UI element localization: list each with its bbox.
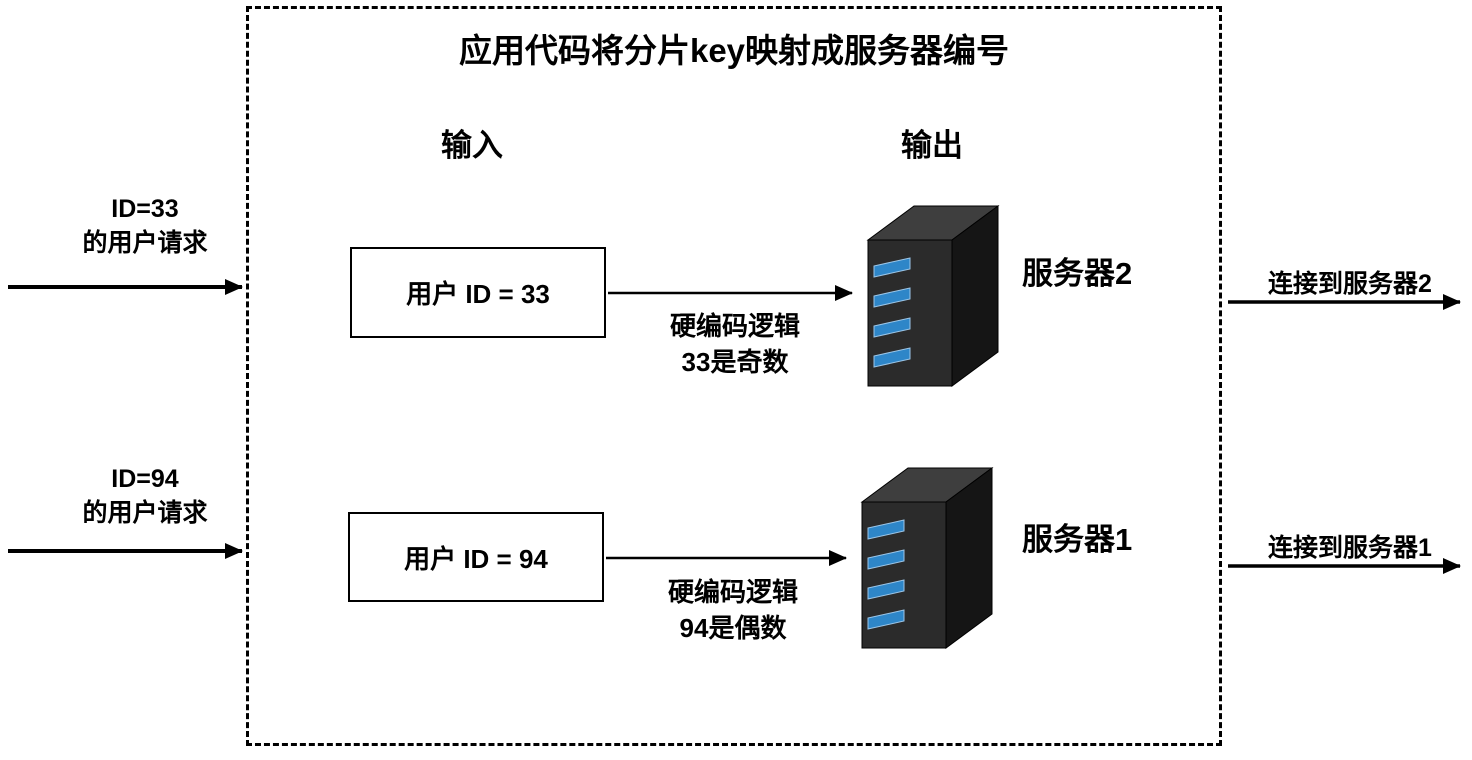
column-header-input: 输入: [441, 128, 503, 163]
connect-label: 连接到服务器2: [1268, 270, 1432, 298]
request-label-line2: 的用户请求: [82, 499, 208, 527]
logic-label-line2: 94是偶数: [679, 613, 787, 643]
request-label-line1: ID=33: [111, 195, 179, 223]
logic-label-line1: 硬编码逻辑: [667, 577, 798, 607]
server-icon: [860, 467, 994, 649]
logic-label-line2: 33是奇数: [681, 347, 789, 377]
logic-label: 硬编码逻辑 33是奇数: [625, 308, 845, 380]
server-led-stripes: [867, 519, 905, 630]
request-label-line2: 的用户请求: [82, 229, 208, 257]
input-box: 用户 ID = 33: [350, 247, 606, 338]
server-label: 服务器1: [1022, 522, 1133, 557]
server-led-stripes: [873, 257, 911, 368]
logic-label-line1: 硬编码逻辑: [669, 311, 800, 341]
request-label: ID=33 的用户请求: [35, 192, 255, 260]
server-icon: [866, 205, 1000, 387]
connect-label: 连接到服务器1: [1268, 534, 1432, 562]
column-header-output: 输出: [901, 128, 963, 163]
request-label: ID=94 的用户请求: [35, 462, 255, 530]
system-boundary: [246, 6, 1222, 746]
input-box-label: 用户 ID = 94: [404, 543, 548, 574]
input-box: 用户 ID = 94: [348, 512, 604, 602]
request-label-line1: ID=94: [111, 465, 179, 493]
input-box-label: 用户 ID = 33: [406, 279, 550, 309]
logic-label: 硬编码逻辑 94是偶数: [623, 574, 843, 646]
diagram-title: 应用代码将分片key映射成服务器编号: [458, 32, 1010, 69]
server-label: 服务器2: [1022, 256, 1133, 291]
